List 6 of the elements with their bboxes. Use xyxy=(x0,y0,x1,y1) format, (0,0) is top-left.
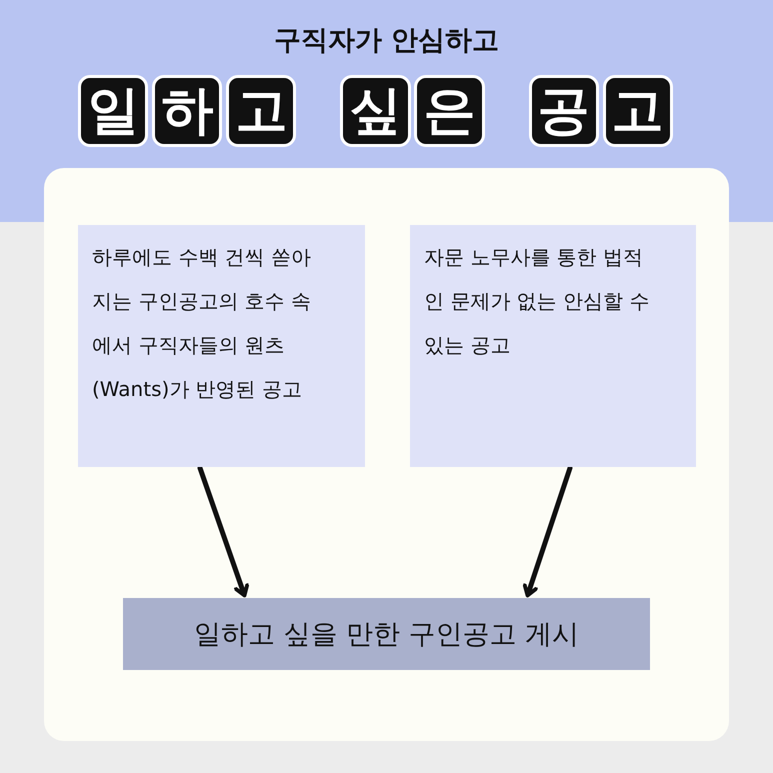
arrow xyxy=(198,466,250,598)
text-box: 자문 노무사를 통한 법적인 문제가 없는 안심할 수 있는 공고 xyxy=(410,225,696,467)
result-box: 일하고 싶을 만한 구인공고 게시 xyxy=(123,598,650,670)
text-box: 하루에도 수백 건씩 쏟아지는 구인공고의 호수 속에서 구직자들의 원츠(Wants)가 반영된 공고 xyxy=(78,225,365,467)
arrow xyxy=(522,466,572,598)
subtitle: 구직자가 안심하고 xyxy=(272,24,500,58)
